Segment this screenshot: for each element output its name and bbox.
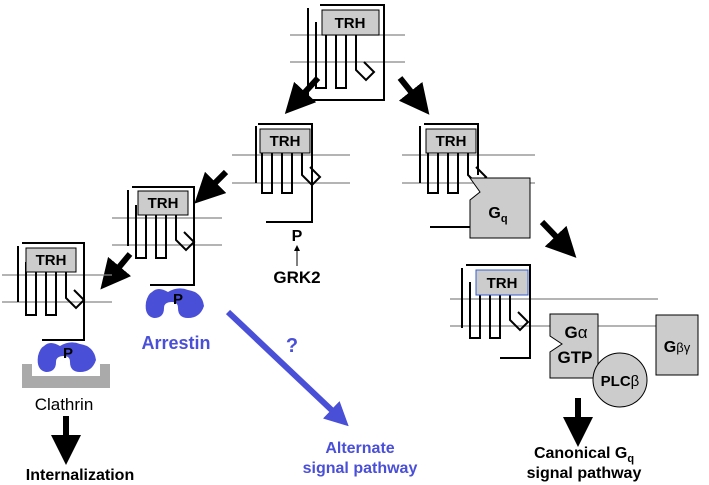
alternate-line1: Alternate (325, 440, 394, 457)
plc-beta-circle (592, 352, 648, 408)
receptor-gq-label: TRH (436, 133, 467, 150)
internalization-label: Internalization (26, 467, 134, 484)
receptor-arrestin-label: TRH (148, 195, 179, 212)
receptor-top: TRH (290, 4, 405, 101)
phospho-p-grk: P (292, 228, 303, 245)
canonical-line2: signal pathway (527, 465, 642, 482)
receptor-active: TRH Gα GTP Gβγ PLCβ (450, 264, 699, 408)
clathrin-coat (22, 364, 110, 388)
g-alpha-label: Gα (564, 323, 587, 342)
gtp-label: GTP (558, 348, 593, 367)
phospho-p-clathrin: P (63, 345, 73, 362)
arrow-to-alternate (225, 309, 349, 427)
gq-box (469, 177, 531, 239)
g-beta-gamma-box (655, 314, 699, 376)
receptor-top-label: TRH (335, 15, 366, 32)
receptor-arrestin: TRH P Arrestin (112, 186, 222, 353)
receptor-clathrin: TRH P Clathrin (2, 242, 112, 414)
receptor-phospho-label: TRH (270, 133, 301, 150)
arrow-to-phospho (284, 75, 321, 115)
receptor-phospho: TRH P GRK2 (232, 123, 350, 287)
phospho-p-arrestin: P (173, 291, 183, 308)
g-alpha-box (549, 313, 599, 379)
receptor-active-label: TRH (487, 275, 518, 292)
arrow-to-gq (397, 76, 430, 115)
arrestin-shape-clathrin (37, 342, 96, 372)
gq-label: Gq (488, 205, 507, 225)
alternate-line2: signal pathway (303, 460, 418, 477)
clathrin-label: Clathrin (35, 395, 94, 414)
arrow-to-active (539, 219, 577, 258)
arrestin-label: Arrestin (141, 333, 210, 353)
arrow-to-clathrin (100, 252, 133, 290)
grk2-label: GRK2 (273, 268, 320, 287)
g-beta-gamma-label: Gβγ (664, 339, 691, 356)
question-mark: ? (286, 335, 298, 357)
receptor-clathrin-label: TRH (36, 252, 67, 269)
canonical-line1: Canonical Gq (534, 445, 634, 465)
receptor-gq: TRH Gq (402, 123, 535, 239)
arrestin-shape (145, 288, 204, 318)
plc-beta-label: PLCβ (601, 373, 640, 390)
arrow-to-arrestin (194, 169, 229, 204)
